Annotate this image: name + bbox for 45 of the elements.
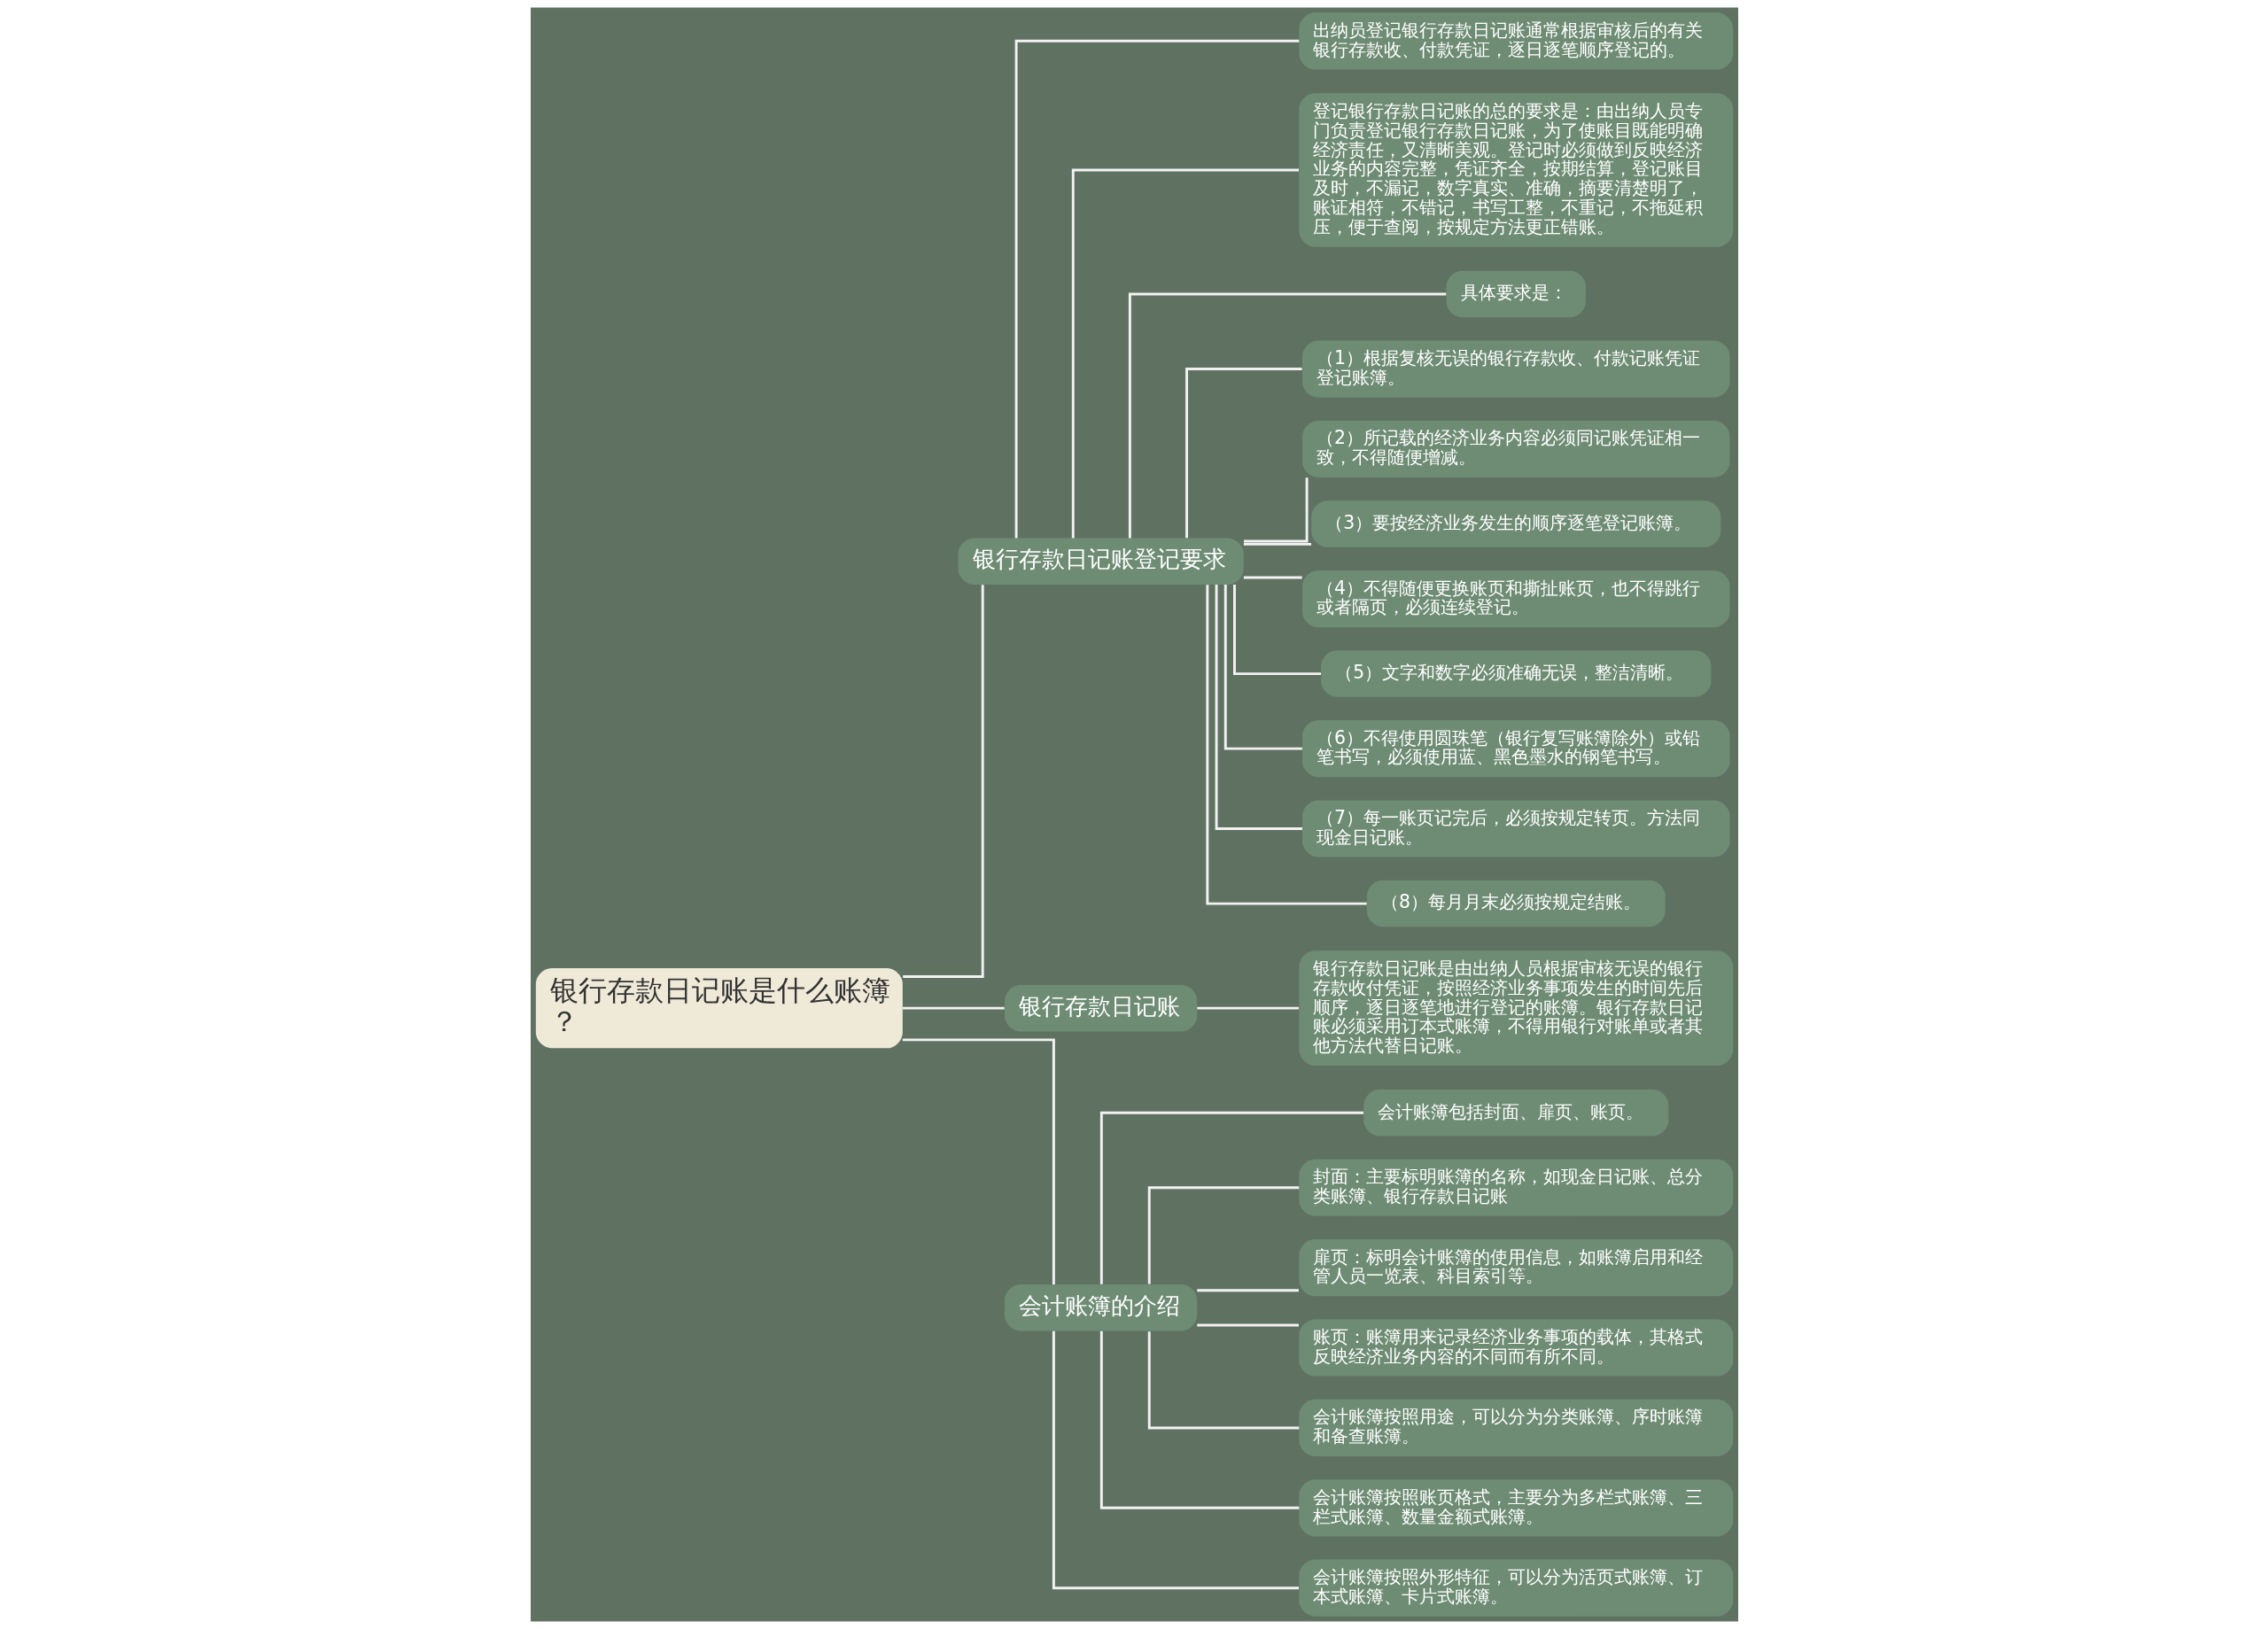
- node-box: 会计账簿按照用途，可以分为分类账簿、序时账簿和备查账簿。: [1298, 1399, 1733, 1456]
- connector: [1052, 1330, 1299, 1590]
- connector: [902, 1006, 1005, 1010]
- node-box: （1）根据复核无误的银行存款收、付款记账凭证登记账簿。: [1301, 340, 1729, 398]
- node-box: 银行存款日记账登记要求: [958, 538, 1244, 585]
- connector: [1196, 1289, 1299, 1292]
- node-box: （6）不得使用圆珠笔（银行复写账簿除外）或铅笔书写，必须使用蓝、黑色墨水的钢笔书写。: [1301, 720, 1729, 778]
- node-box: 会计账簿按照外形特征，可以分为活页式账簿、订本式账簿、卡片式账簿。: [1298, 1559, 1733, 1617]
- connector: [902, 1038, 1055, 1285]
- connector: [1205, 585, 1367, 905]
- node-box: 会计账簿的介绍: [1004, 1284, 1197, 1331]
- connector: [1243, 542, 1311, 546]
- node-box: 登记银行存款日记账的总的要求是：由出纳人员专门负责登记银行存款日记账，为了使账目既能明确经济责任，又清晰美观。登记时必须做到反映经济业务的内容完整，凭证齐全，按期结算，登记账目及时，不漏记，数字真实、准确，摘要清楚明了，账证相符，不错记，书写工整，不重记，不拖延积压，便于查阅，按规定方法更正错账。: [1298, 93, 1733, 247]
- connector: [1099, 1111, 1363, 1284]
- node-box: （5）文字和数字必须准确无误，整洁清晰。: [1320, 650, 1711, 697]
- connector: [1147, 1186, 1299, 1284]
- node-box: 扉页：标明会计账簿的使用信息，如账簿启用和经管人员一览表、科目索引等。: [1298, 1239, 1733, 1297]
- node-box: 银行存款日记账是由出纳人员根据审核无误的银行存款收付凭证，按照经济业务事项发生的时间先后顺序，逐日逐笔地进行登记的账簿。银行存款日记账必须采用订本式账簿，不得用银行对账单或者其他方法代替日记账。: [1298, 950, 1733, 1067]
- node-box: （7）每一账页记完后，必须按规定转页。方法同现金日记账。: [1301, 800, 1729, 857]
- connector: [1147, 1331, 1299, 1430]
- connector: [902, 585, 984, 978]
- node-box: 会计账簿包括封面、扉页、账页。: [1363, 1090, 1668, 1136]
- connector: [1243, 477, 1309, 543]
- node-box: （3）要按经济业务发生的顺序逐笔登记账簿。: [1310, 500, 1720, 547]
- connector: [1223, 585, 1302, 750]
- connector: [1243, 576, 1302, 579]
- connector: [1099, 1330, 1299, 1509]
- node-box: 具体要求是：: [1446, 270, 1586, 318]
- node-box: 会计账簿按照账页格式，主要分为多栏式账簿、三栏式账簿、数量金额式账簿。: [1298, 1479, 1733, 1537]
- connector: [1232, 585, 1321, 676]
- connector: [1196, 1323, 1299, 1327]
- node-box: （8）每月月末必须按规定结账。: [1366, 880, 1666, 927]
- node-box: 银行存款日记账: [1004, 984, 1197, 1032]
- node-box: 封面：主要标明账簿的名称，如现金日记账、总分类账簿、银行存款日记账: [1298, 1159, 1733, 1216]
- connector: [1128, 292, 1446, 539]
- connector: [1196, 1006, 1299, 1010]
- connector: [1071, 168, 1299, 539]
- node-box: 银行存款日记账是什么账簿？: [535, 967, 903, 1049]
- connector: [1184, 368, 1302, 539]
- connector: [1014, 39, 1299, 539]
- node-box: 账页：账簿用来记录经济业务事项的载体，其格式反映经济业务内容的不同而有所不同。: [1298, 1319, 1733, 1377]
- node-box: 出纳员登记银行存款日记账通常根据审核后的有关银行存款收、付款凭证，逐日逐笔顺序登记的。: [1298, 12, 1733, 70]
- node-box: （4）不得随便更换账页和撕扯账页，也不得跳行或者隔页，必须连续登记。: [1301, 570, 1729, 628]
- connector: [1215, 585, 1302, 830]
- node-box: （2）所记载的经济业务内容必须同记账凭证相一致，不得随便增减。: [1301, 420, 1729, 478]
